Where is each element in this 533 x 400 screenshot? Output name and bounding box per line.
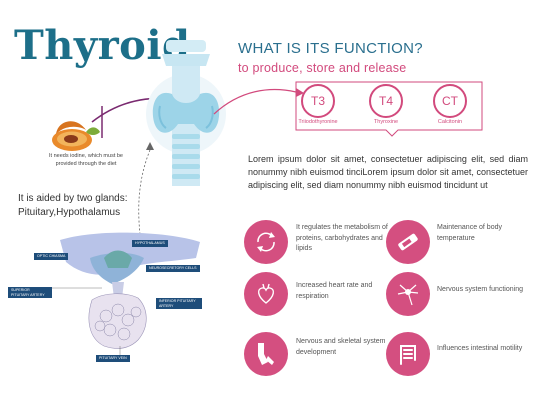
glands-line-1: It is aided by two glands:	[18, 193, 128, 204]
feature-temperature-circle	[386, 220, 430, 264]
feature-intestinal-circle	[386, 332, 430, 376]
thermometer-icon	[398, 233, 418, 251]
feature-metabolism-circle	[244, 220, 288, 264]
hormone-t3-label: Triiodothyronine	[298, 119, 338, 125]
feature-skeletal-text: Nervous and skeletal system development	[296, 338, 386, 356]
label-hypothalamus: HYPOTHALAMUS	[132, 240, 168, 247]
thyroid-illustration	[146, 40, 226, 186]
glands-line-2: Pituitary,Hypothalamus	[18, 206, 121, 218]
hormone-t3-badge: T3	[301, 84, 335, 118]
cycle-arrows-icon	[257, 232, 275, 252]
glands-text: It is aided by two glands: Pituitary,Hyp…	[18, 192, 128, 219]
iodine-note: It needs iodine, which must be provided …	[49, 153, 123, 167]
hormone-box	[295, 81, 483, 137]
neuron-icon	[397, 284, 419, 306]
feature-intestinal-text: Influences intestinal motility	[437, 345, 523, 352]
label-optic-chiasma: OPTIC CHIASMA	[34, 253, 69, 260]
intestine-icon	[400, 345, 416, 365]
function-description: Lorem ipsum dolor sit amet, consectetuer…	[248, 154, 528, 191]
feature-temperature-text: Maintenance of body temperature	[437, 224, 502, 242]
feature-nervous-text: Nervous system functioning	[437, 286, 523, 293]
hormone-t4-badge: T4	[369, 84, 403, 118]
hormone-t4-label: Thyroxine	[373, 119, 399, 125]
function-subheading: to produce, store and release	[238, 61, 407, 75]
feature-skeletal-circle	[244, 332, 288, 376]
label-pituitary-vein: PITUITARY VEIN	[96, 355, 130, 362]
feature-metabolism-text: It regulates the metabolism of proteins,…	[296, 224, 388, 252]
feature-heart-circle	[244, 272, 288, 316]
page-title: Thyroid	[14, 22, 191, 69]
hormone-ct-badge: CT	[433, 84, 467, 118]
function-heading: WHAT IS ITS FUNCTION?	[238, 40, 423, 57]
label-superior-artery: SUPERIOR PITUITARY ARTERY	[8, 287, 52, 299]
bone-joint-icon	[258, 343, 274, 365]
label-neurosecretory-cells: NEUROSECRETORY CELLS	[146, 265, 200, 272]
feature-heart-text: Increased heart rate and respiration	[296, 282, 373, 300]
label-inferior-artery: INFERIOR PITUITARY ARTERY	[156, 298, 202, 310]
thyroid-to-hormones-arrow	[213, 88, 304, 115]
heart-icon	[257, 283, 275, 304]
papaya-icon	[52, 121, 100, 151]
hormone-ct-label: Calcitonin	[437, 119, 463, 125]
feature-nervous-circle	[386, 272, 430, 316]
